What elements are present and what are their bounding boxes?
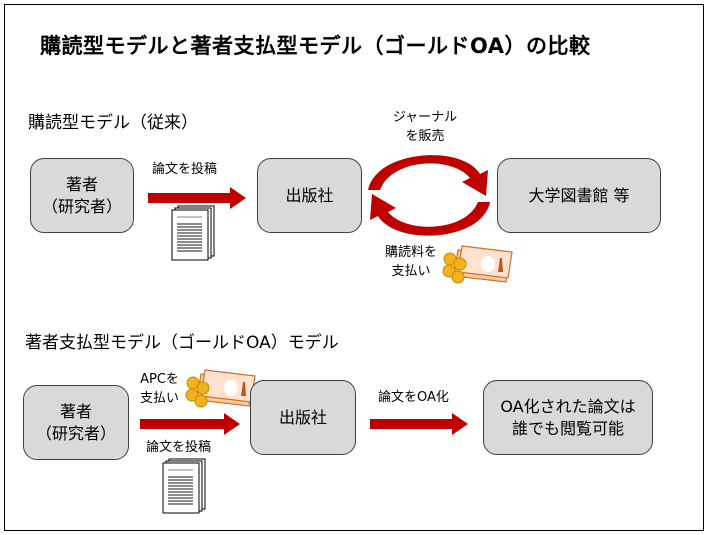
document-stack-icon: [171, 205, 215, 261]
oa-label: 論文をOA化: [378, 390, 449, 405]
oa-publisher-box-label: 出版社: [278, 407, 327, 427]
oa-result-box: OA化された論文は 誰でも閲覧可能: [483, 380, 653, 455]
diagram-frame: [4, 4, 704, 531]
apc-money-icon: [185, 369, 256, 408]
publisher-box-label: 出版社: [285, 185, 334, 205]
oa-publisher-box: 出版社: [250, 380, 356, 455]
diagram-title: 購読型モデルと著者支払型モデル（ゴールドOA）の比較: [40, 34, 591, 58]
pay-label: 購読料を 支払い: [384, 245, 437, 279]
library-box: 大学図書館 等: [497, 158, 661, 233]
publisher-box: 出版社: [257, 158, 362, 233]
cycle-arrows: [368, 155, 490, 236]
oa-arrow: [370, 413, 468, 435]
author-box-label: 著者 （研究者）: [41, 174, 122, 216]
oa-document-stack-icon: [162, 458, 206, 514]
oa-author-box: 著者 （研究者）: [23, 385, 129, 460]
subscription-heading: 購読型モデル（従来）: [28, 113, 198, 133]
author-box: 著者 （研究者）: [30, 158, 134, 233]
gold-oa-heading: 著者支払型モデル（ゴールドOA）モデル: [25, 333, 339, 353]
apc-label: APCを 支払い: [139, 372, 179, 406]
oa-author-box-label: 著者 （研究者）: [35, 401, 116, 443]
oa-submit-label: 論文を投稿: [146, 440, 212, 455]
sell-label: ジャーナル を販売: [392, 110, 458, 144]
sell-arrow: [368, 155, 488, 196]
money-icon: [442, 245, 513, 284]
oa-submit-arrow: [140, 413, 240, 435]
submit-label: 論文を投稿: [152, 162, 218, 177]
library-box-label: 大学図書館 等: [528, 185, 630, 205]
submit-arrow: [148, 187, 246, 209]
pay-arrow: [370, 194, 490, 236]
oa-result-box-label: OA化された論文は 誰でも閲覧可能: [500, 396, 636, 438]
